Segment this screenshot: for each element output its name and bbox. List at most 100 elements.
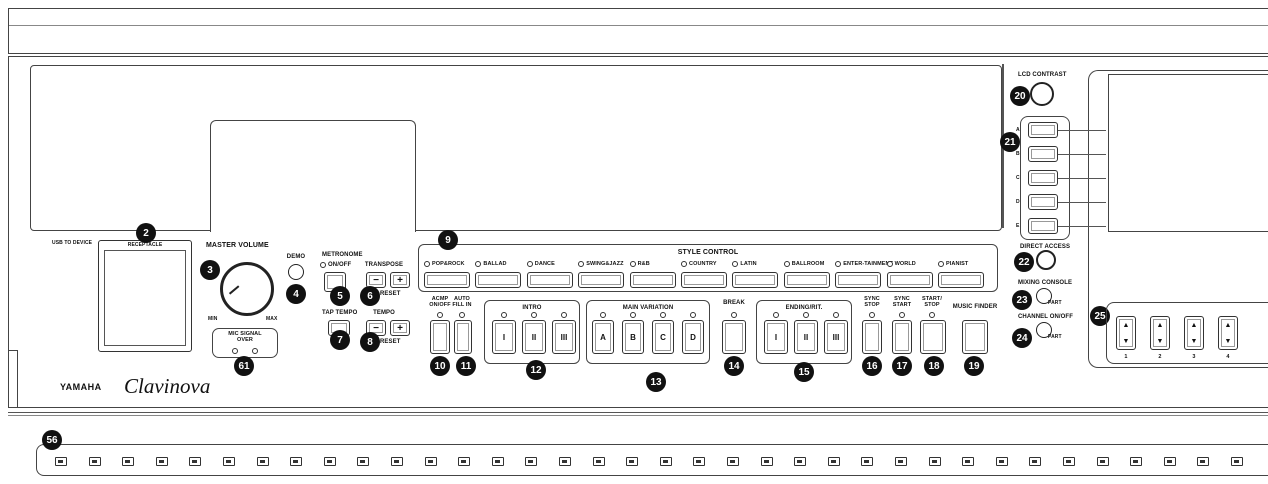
style-control-title: STYLE CONTROL xyxy=(677,249,739,256)
voice-button-icon[interactable] xyxy=(657,454,675,468)
lower-up-down-button[interactable]: ▲▼ xyxy=(1116,316,1136,350)
start-stop-led xyxy=(929,312,935,318)
volume-min-label: MIN xyxy=(208,316,218,322)
voice-button-icon[interactable] xyxy=(489,454,507,468)
style-category-button[interactable] xyxy=(629,272,676,288)
callout-56: 56 xyxy=(42,430,62,450)
direct-access-button[interactable] xyxy=(1036,250,1056,270)
voice-button-icon[interactable] xyxy=(1127,454,1145,468)
voice-button-icon[interactable] xyxy=(1094,454,1112,468)
style-category-button[interactable] xyxy=(886,272,933,288)
sync-start-led xyxy=(899,312,905,318)
channel-onoff-button[interactable] xyxy=(1036,322,1052,338)
transpose-plus-button[interactable]: + xyxy=(390,272,410,288)
sync-stop-button[interactable] xyxy=(862,320,882,354)
voice-button-icon[interactable] xyxy=(287,454,305,468)
sync-start-button[interactable] xyxy=(892,320,912,354)
style-category-button[interactable] xyxy=(732,272,779,288)
usb-port[interactable] xyxy=(104,250,186,346)
voice-button-icon[interactable] xyxy=(590,454,608,468)
voice-button-icon[interactable] xyxy=(321,454,339,468)
voice-button-icon[interactable] xyxy=(758,454,776,468)
voice-button-icon[interactable] xyxy=(1026,454,1044,468)
voice-button-icon[interactable] xyxy=(825,454,843,468)
side-button[interactable] xyxy=(1028,146,1058,162)
up-arrow-icon: ▲ xyxy=(1122,321,1130,329)
voice-button-icon[interactable] xyxy=(86,454,104,468)
voice-button-icon[interactable] xyxy=(153,454,171,468)
style-category-button[interactable] xyxy=(424,272,470,288)
style-category-button[interactable] xyxy=(578,272,625,288)
voice-button-icon[interactable] xyxy=(522,454,540,468)
intro-button[interactable]: I xyxy=(492,320,516,354)
voice-button-icon[interactable] xyxy=(254,454,272,468)
lower-up-down-button[interactable]: ▲▼ xyxy=(1150,316,1170,350)
metronome-onoff-label: ON/OFF xyxy=(328,262,352,268)
intro-button[interactable]: III xyxy=(552,320,576,354)
voice-button-icon[interactable] xyxy=(388,454,406,468)
callout-9: 9 xyxy=(438,230,458,250)
voice-button-icon[interactable] xyxy=(1228,454,1246,468)
side-button[interactable] xyxy=(1028,170,1058,186)
style-category-button[interactable] xyxy=(475,272,522,288)
transpose-reset-label: RESET xyxy=(380,291,401,297)
voice-button-icon[interactable] xyxy=(1194,454,1212,468)
transpose-label: TRANSPOSE xyxy=(364,262,404,268)
ending-button[interactable]: I xyxy=(764,320,788,354)
voice-button-icon[interactable] xyxy=(52,454,70,468)
voice-button-icon[interactable] xyxy=(791,454,809,468)
voice-button-icon[interactable] xyxy=(623,454,641,468)
voice-button-icon[interactable] xyxy=(186,454,204,468)
voice-button-icon[interactable] xyxy=(422,454,440,468)
autofill-button[interactable] xyxy=(454,320,472,354)
voice-button-icon[interactable] xyxy=(455,454,473,468)
mic-label: MIC SIGNAL OVER xyxy=(228,331,262,343)
voice-button-icon[interactable] xyxy=(556,454,574,468)
lower-up-down-button[interactable]: ▲▼ xyxy=(1184,316,1204,350)
callout-5: 5 xyxy=(330,286,350,306)
voice-button-icon[interactable] xyxy=(354,454,372,468)
style-category-button[interactable] xyxy=(938,272,984,288)
mixing-console-button[interactable] xyxy=(1036,288,1052,304)
lcd-contrast-knob[interactable] xyxy=(1030,82,1054,106)
acmp-button[interactable] xyxy=(430,320,450,354)
callout-7: 7 xyxy=(330,330,350,350)
lower-up-down-button[interactable]: ▲▼ xyxy=(1218,316,1238,350)
demo-button[interactable] xyxy=(288,264,304,280)
break-button[interactable] xyxy=(722,320,746,354)
main-variation-button[interactable]: C xyxy=(652,320,674,354)
voice-button-icon[interactable] xyxy=(993,454,1011,468)
tempo-plus-button[interactable]: + xyxy=(390,320,410,336)
style-category-button[interactable] xyxy=(526,272,573,288)
style-category-label: SWING&JAZZ xyxy=(586,261,624,267)
master-volume-knob[interactable] xyxy=(220,262,274,316)
music-finder-button[interactable] xyxy=(962,320,988,354)
voice-button-icon[interactable] xyxy=(892,454,910,468)
ending-button[interactable]: III xyxy=(824,320,848,354)
start-stop-button[interactable] xyxy=(920,320,946,354)
voice-button-icon[interactable] xyxy=(220,454,238,468)
ending-button[interactable]: II xyxy=(794,320,818,354)
style-category-button[interactable] xyxy=(681,272,727,288)
voice-button-icon[interactable] xyxy=(690,454,708,468)
voice-button-strip xyxy=(36,444,1268,476)
voice-button-icon[interactable] xyxy=(959,454,977,468)
voice-button-icon[interactable] xyxy=(1060,454,1078,468)
main-variation-button[interactable]: D xyxy=(682,320,704,354)
main-variation-button[interactable]: A xyxy=(592,320,614,354)
voice-button-icon[interactable] xyxy=(119,454,137,468)
main-variation-button[interactable]: B xyxy=(622,320,644,354)
style-category-label: DANCE xyxy=(534,261,555,267)
side-button[interactable] xyxy=(1028,194,1058,210)
side-button-leader xyxy=(1058,178,1106,179)
style-led xyxy=(783,261,790,267)
intro-button[interactable]: II xyxy=(522,320,546,354)
voice-button-icon[interactable] xyxy=(1161,454,1179,468)
voice-button-icon[interactable] xyxy=(724,454,742,468)
side-button[interactable] xyxy=(1028,122,1058,138)
voice-button-icon[interactable] xyxy=(926,454,944,468)
style-category-button[interactable] xyxy=(835,272,882,288)
voice-button-icon[interactable] xyxy=(858,454,876,468)
side-button[interactable] xyxy=(1028,218,1058,234)
style-category-button[interactable] xyxy=(783,272,830,288)
